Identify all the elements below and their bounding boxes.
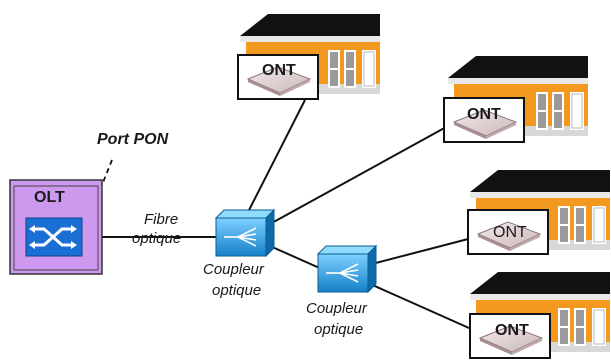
coupler-1-label-line2: optique xyxy=(212,282,262,299)
coupler-1-label-line1: Coupleur xyxy=(203,261,264,278)
coupler-2-label-line1: Coupleur xyxy=(306,300,367,317)
coupler-to-ont-4-link xyxy=(367,282,479,333)
fibre-links xyxy=(84,99,479,333)
ont-4-label: ONT xyxy=(495,322,529,339)
coupler-2-label-line2: optique xyxy=(314,321,364,338)
coupler-device-2 xyxy=(317,245,377,293)
coupler-to-ont-1-link xyxy=(244,99,306,219)
coupler-to-ont-3-link xyxy=(367,237,473,266)
ont-2-label: ONT xyxy=(467,106,501,123)
fibre-label-line2: optique xyxy=(132,230,182,247)
olt-box xyxy=(9,179,103,275)
ont-1-label: ONT xyxy=(262,62,296,79)
ont-3-label: ONT xyxy=(493,224,527,241)
port-pon-label: Port PON xyxy=(97,131,169,148)
coupler-to-coupler-link xyxy=(269,245,325,271)
fibre-label-line1: Fibre xyxy=(144,211,179,228)
switch-icon xyxy=(25,217,83,257)
olt-label: OLT xyxy=(34,189,65,206)
coupler-to-ont-2-link xyxy=(269,125,449,225)
coupler-device-1 xyxy=(215,209,275,257)
